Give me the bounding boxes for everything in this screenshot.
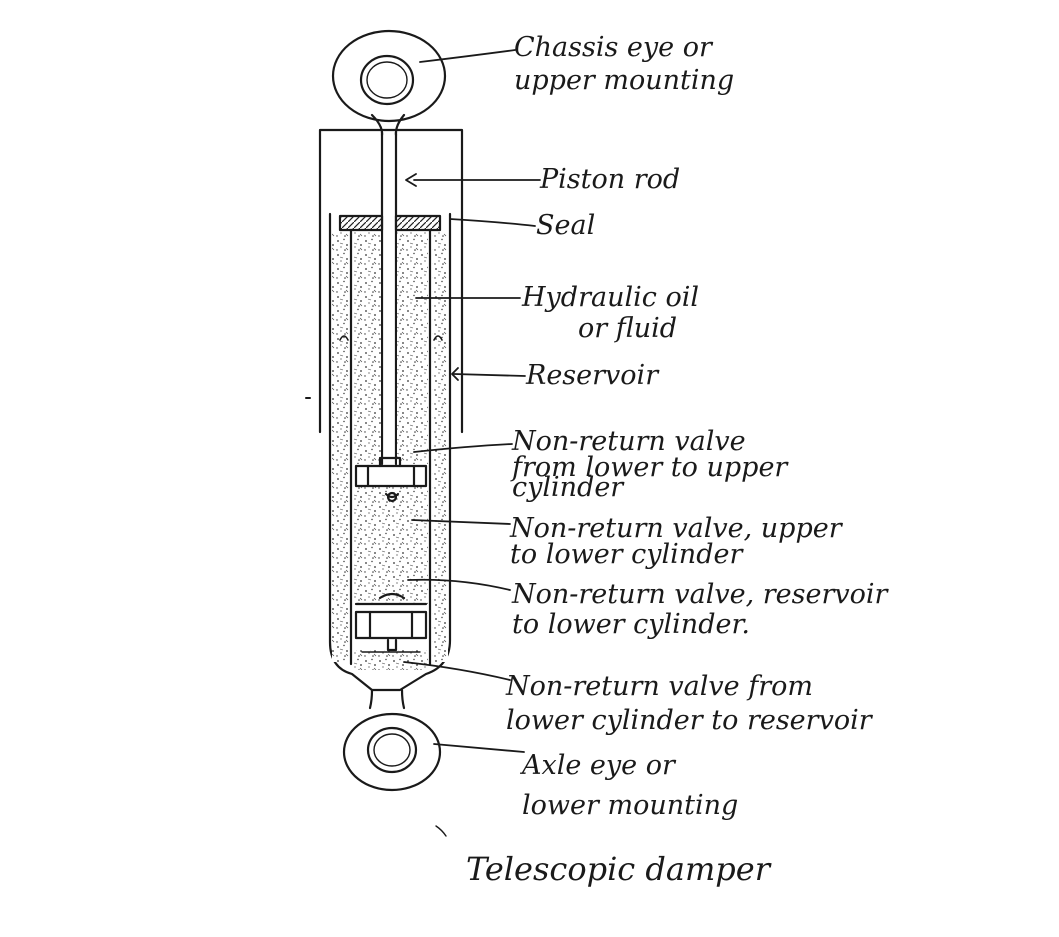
piston-rod [380,130,398,466]
label-nrv-upper-to-lower: Non-return valve, upper to lower cylinde… [510,513,842,570]
label-piston-rod: Piston rod [540,164,681,195]
label-reservoir: Reservoir [526,360,659,391]
label-nrv-reservoir-to-lower: Non-return valve, reservoir to lower cyl… [512,579,888,640]
label-hydraulic-oil: Hydraulic oil or fluid [522,282,699,344]
label-chassis-eye: Chassis eye or upper mounting [514,32,735,96]
axle-eye [342,688,442,792]
caption: Telescopic damper [466,850,771,888]
seal [338,214,442,232]
label-nrv-lower-to-reservoir: Non-return valve from lower cylinder to … [506,671,872,736]
label-nrv-lower-to-upper: Non-return valve from lower to upper cyl… [512,426,788,503]
label-axle-eye: Axle eye or lower mounting [522,750,739,821]
hydraulic-fluid [332,232,448,670]
foot-valve [354,592,428,653]
label-seal: Seal [536,210,596,241]
chassis-eye [331,29,447,137]
inner-tube [349,228,432,666]
outer-tube [328,212,452,692]
leader-lines [403,49,541,753]
piston-valve [354,456,428,503]
reservoir-cover [318,128,464,434]
